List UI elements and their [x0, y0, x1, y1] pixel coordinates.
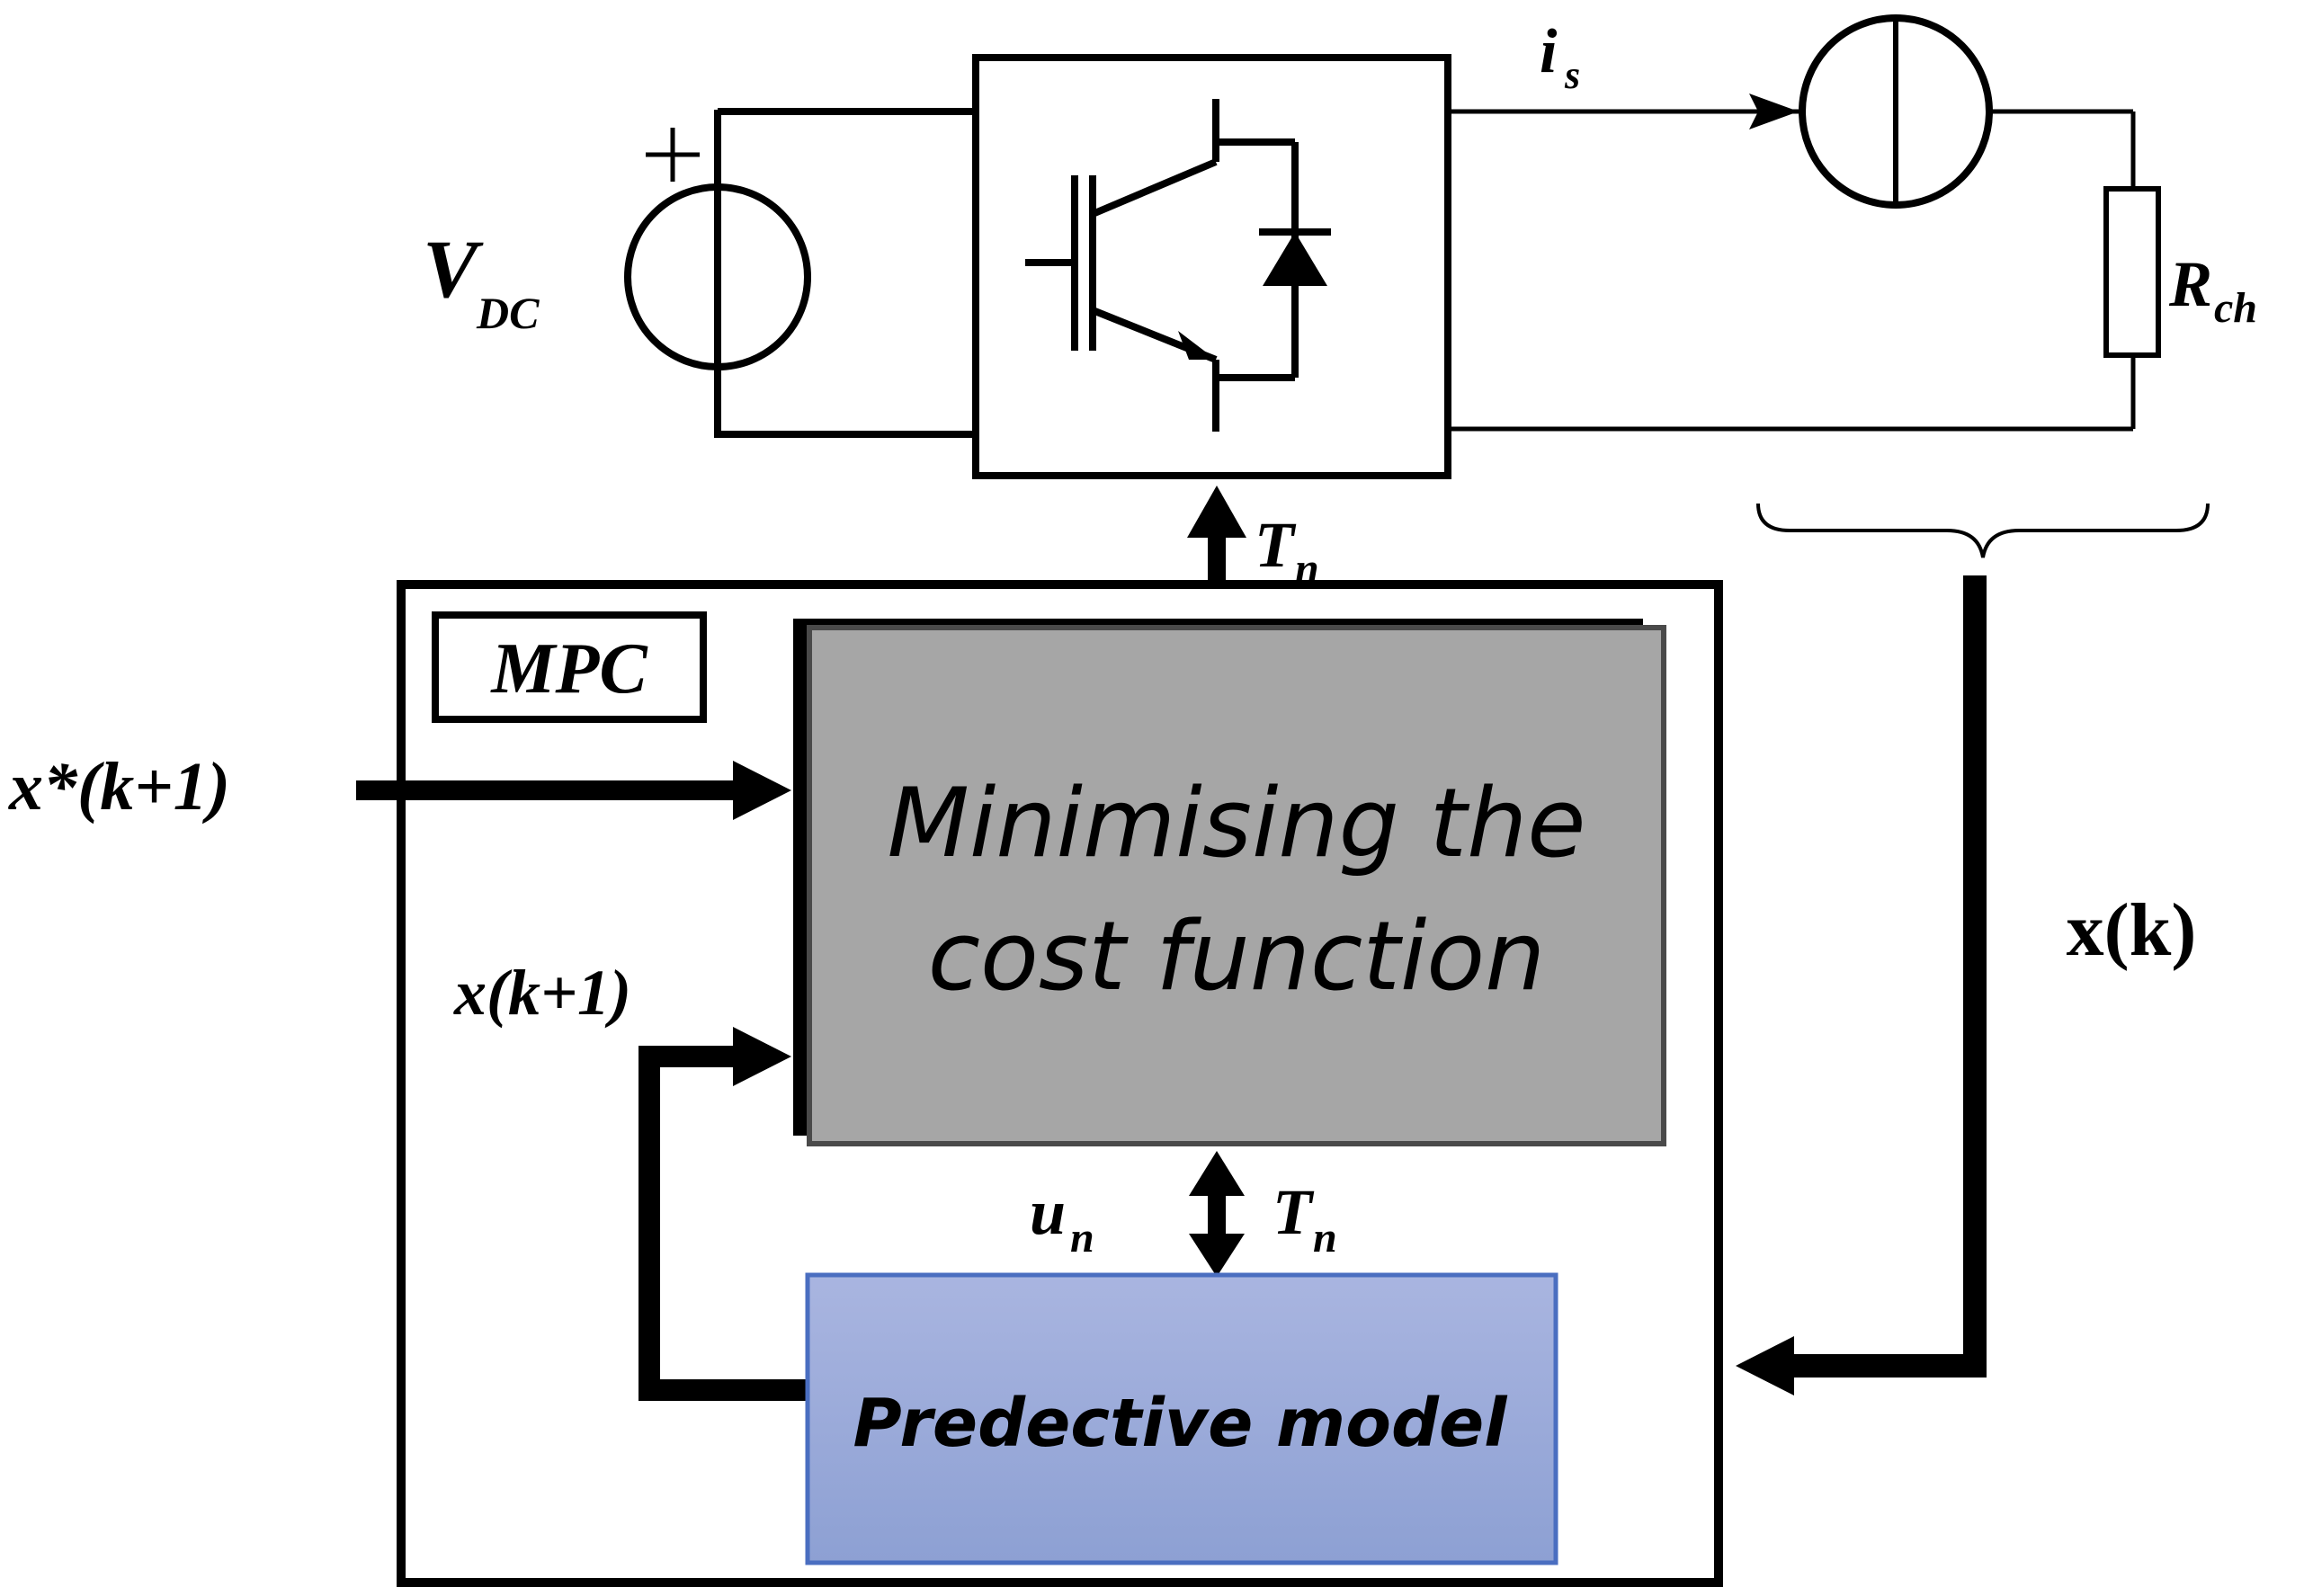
un-tn-arrow-down-icon	[1189, 1234, 1245, 1277]
measured-state-arrow-icon	[1736, 1336, 1794, 1395]
reference-input-label: x*(k+1)	[8, 749, 230, 825]
diode-icon	[1263, 232, 1327, 286]
resistor-subscript: ch	[2214, 284, 2257, 332]
igbt-emitter-arrow-icon	[1178, 331, 1216, 360]
tn-mid-label: T	[1273, 1176, 1315, 1248]
un-subscript: n	[1070, 1214, 1094, 1262]
reference-input-arrow-shaft	[356, 780, 743, 800]
current-label: i	[1540, 17, 1558, 86]
resistor-label: R	[2168, 248, 2212, 320]
mpc-label: MPC	[489, 629, 648, 709]
predictive-model-label: Predective model	[853, 1385, 1508, 1462]
un-tn-arrow-shaft	[1208, 1185, 1226, 1248]
tn-signal-arrow-icon	[1187, 486, 1246, 538]
vdc-subscript: DC	[476, 288, 540, 338]
un-tn-arrow-up-icon	[1189, 1151, 1245, 1196]
vdc-label: V	[423, 223, 484, 315]
predictive-model-box[interactable]	[805, 1272, 1558, 1565]
tn-mid-subscript: n	[1313, 1214, 1337, 1262]
mpc-label-box	[432, 611, 707, 723]
power-circuit	[624, 14, 2210, 558]
current-arrow-icon	[1749, 94, 1799, 129]
tn-top-label: T	[1255, 509, 1297, 581]
measured-state-feedback	[1790, 575, 1987, 1378]
reference-input-arrow-icon	[733, 761, 791, 820]
inverter-box	[972, 54, 1451, 479]
predicted-state-feedback	[639, 1046, 809, 1401]
measured-state-label: x(k)	[2067, 888, 2197, 972]
cost-function-box[interactable]	[807, 625, 1666, 1146]
mpc-controller-box	[397, 580, 1723, 1587]
predicted-state-arrow-icon	[733, 1027, 791, 1086]
cost-function-line1: Minimising the	[887, 768, 1585, 878]
un-label: u	[1030, 1176, 1066, 1248]
current-subscript: s	[1564, 53, 1580, 97]
cost-function-line2: cost function	[928, 901, 1546, 1012]
predicted-state-label: x(k+1)	[453, 957, 631, 1029]
resistor-rch	[2103, 186, 2161, 358]
curly-brace	[1756, 503, 2210, 558]
tn-signal-arrow-shaft	[1208, 526, 1226, 580]
